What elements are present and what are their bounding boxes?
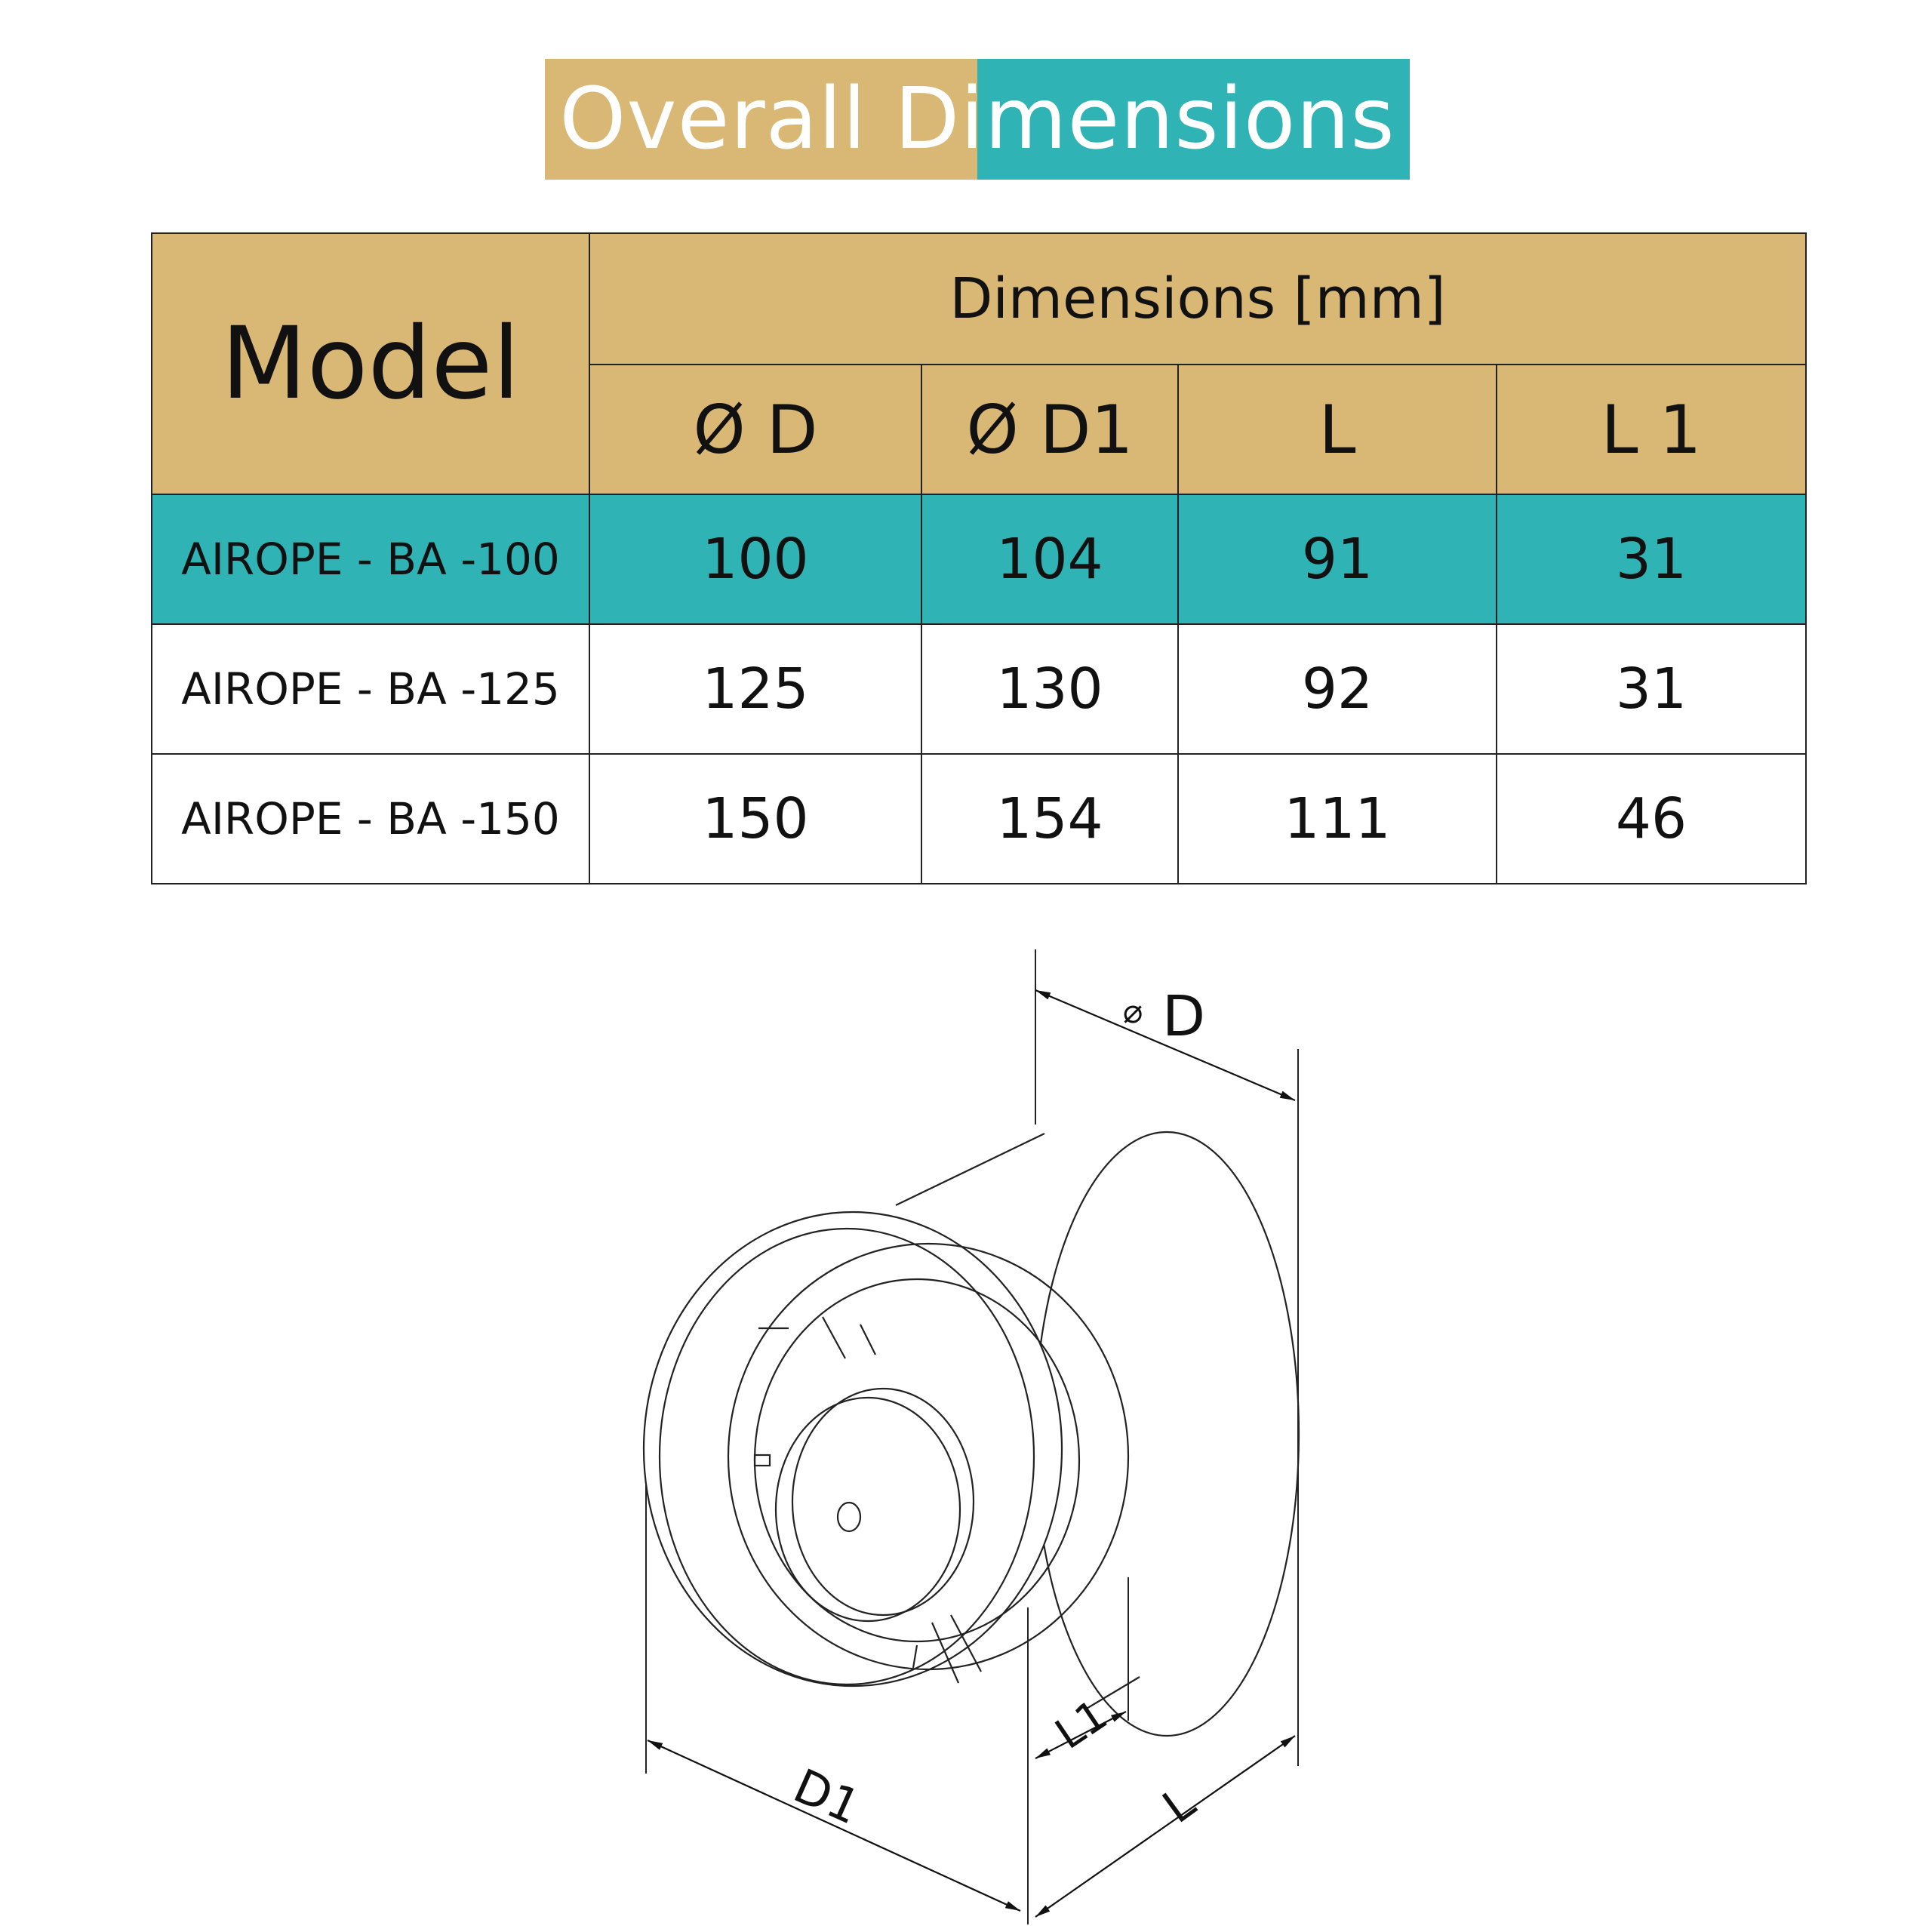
value-cell: 31	[1495, 494, 1807, 625]
dimension-line-l	[1035, 1735, 1296, 1918]
dimension-line-d	[1035, 989, 1296, 1102]
fan-body	[642, 1131, 1300, 1737]
table-row: AIROPE - BA -125 125 130 92 31	[151, 623, 1807, 755]
label-d1: D1	[786, 1758, 868, 1835]
value-cell: 100	[589, 494, 922, 625]
column-header-l: L	[1177, 364, 1497, 495]
column-header-d1: Ø D1	[921, 364, 1179, 495]
label-d: D	[1162, 984, 1205, 1049]
title-banner: Overall Dimensions	[545, 59, 1410, 180]
value-cell: 92	[1177, 623, 1497, 755]
value-cell: 130	[921, 623, 1179, 755]
label-l: L	[1153, 1776, 1205, 1834]
value-cell: 125	[589, 623, 922, 755]
value-cell: 111	[1177, 753, 1497, 884]
dimensions-table: Model Dimensions [mm] Ø D Ø D1 L L 1 AIR…	[151, 232, 1807, 884]
value-cell: 150	[589, 753, 922, 884]
value-cell: 31	[1495, 623, 1807, 755]
table-row: AIROPE - BA -100 100 104 91 31	[151, 494, 1807, 625]
dimension-line-d1	[647, 1739, 1021, 1912]
model-cell: AIROPE - BA -125	[151, 623, 590, 755]
value-cell: 154	[921, 753, 1179, 884]
value-cell: 91	[1177, 494, 1497, 625]
model-cell: AIROPE - BA -100	[151, 494, 590, 625]
value-cell: 104	[921, 494, 1179, 625]
diameter-symbol-icon: ⌀	[1123, 992, 1143, 1031]
column-header-l1: L 1	[1495, 364, 1807, 495]
dimension-lines	[647, 989, 1296, 1918]
model-header: Model	[151, 232, 590, 495]
table-row: AIROPE - BA -150 150 154 111 46	[151, 753, 1807, 884]
model-cell: AIROPE - BA -150	[151, 753, 590, 884]
page-title: Overall Dimensions	[559, 70, 1395, 168]
dimensions-header: Dimensions [mm]	[588, 232, 1807, 365]
value-cell: 46	[1495, 753, 1807, 884]
column-header-d: Ø D	[589, 364, 922, 495]
fan-dimension-drawing: ⌀ D D1 L1 L	[642, 949, 1300, 1924]
